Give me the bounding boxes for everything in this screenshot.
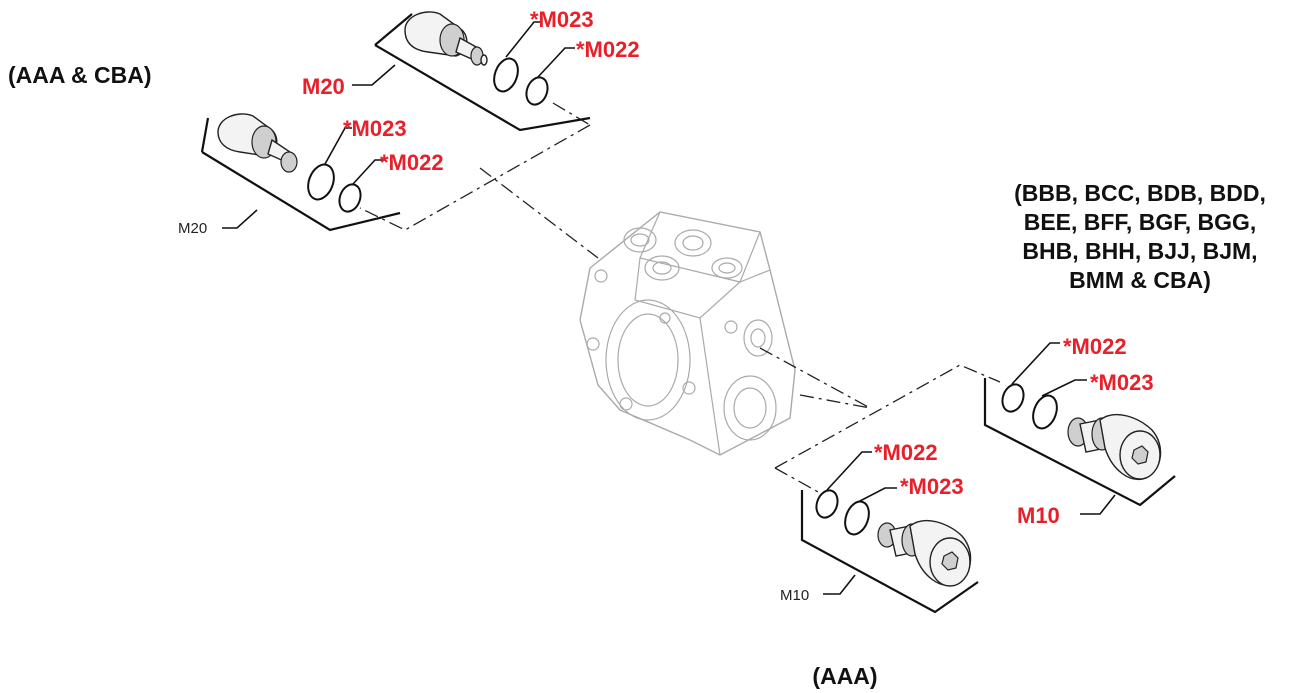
top-upper-assembly bbox=[352, 11, 591, 132]
top-upper-ring-inner-label: *M022 bbox=[576, 37, 640, 62]
o-ring-icon bbox=[1032, 394, 1058, 430]
right-upper-ring-outer-label: *M023 bbox=[1090, 370, 1154, 395]
relief-cartridge-icon bbox=[1067, 414, 1162, 481]
o-ring-icon bbox=[338, 183, 362, 213]
right-upper-ring-inner-label: *M022 bbox=[1063, 334, 1127, 359]
top-upper-ring-outer-label: *M023 bbox=[530, 7, 594, 32]
right-group-models-line2: BEE, BFF, BGF, BGG, bbox=[1024, 209, 1257, 235]
o-ring-icon bbox=[493, 57, 519, 93]
right-lower-cartridge-label: M10 bbox=[780, 587, 809, 604]
relief-cartridge-icon bbox=[404, 11, 488, 66]
o-ring-icon bbox=[815, 489, 839, 519]
top-lower-assembly bbox=[200, 113, 401, 232]
right-group-models-line3: BHB, BHH, BJJ, BJM, bbox=[1022, 238, 1257, 264]
relief-cartridge-icon bbox=[217, 113, 298, 173]
bottom-group-models-label: (AAA) bbox=[812, 663, 877, 689]
relief-cartridge-icon bbox=[877, 520, 972, 587]
right-group-models-line4: BMM & CBA) bbox=[1069, 267, 1211, 293]
right-lower-ring-outer-label: *M023 bbox=[900, 474, 964, 499]
right-lower-ring-inner-label: *M022 bbox=[874, 440, 938, 465]
top-lower-cartridge-label: M20 bbox=[178, 220, 207, 237]
valve-housing-icon bbox=[579, 211, 796, 456]
top-upper-cartridge-label: M20 bbox=[302, 74, 345, 99]
o-ring-icon bbox=[525, 76, 549, 106]
o-ring-icon bbox=[307, 163, 335, 201]
right-upper-cartridge-label: M10 bbox=[1017, 503, 1060, 528]
top-lower-ring-outer-label: *M023 bbox=[343, 116, 407, 141]
assembly-lines bbox=[359, 102, 1001, 494]
right-upper-assembly bbox=[983, 342, 1176, 515]
o-ring-icon bbox=[844, 500, 870, 536]
o-ring-icon bbox=[1001, 383, 1025, 413]
right-lower-assembly bbox=[800, 451, 979, 614]
top-lower-ring-inner-label: *M022 bbox=[380, 150, 444, 175]
right-group-models-line1: (BBB, BCC, BDB, BDD, bbox=[1014, 180, 1266, 206]
top-group-models-label: (AAA & CBA) bbox=[8, 62, 152, 88]
